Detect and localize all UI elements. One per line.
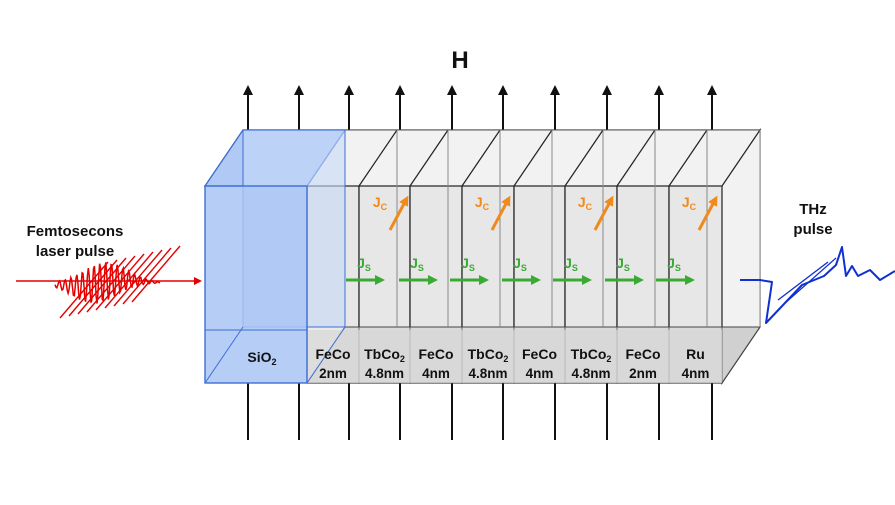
- spin-current-label: JS: [616, 255, 630, 273]
- layer-name: TbCo2: [468, 346, 509, 364]
- spin-current-label: JS: [667, 255, 681, 273]
- layer-thickness: 4nm: [682, 366, 710, 381]
- output-label-line-2: pulse: [793, 221, 832, 238]
- thz-waveform: [740, 246, 895, 324]
- laser-pulse-stroke: [68, 259, 118, 317]
- magnetic-field-lines: [243, 85, 717, 440]
- layer-thickness: 2nm: [319, 366, 347, 381]
- substrate-label: SiO2: [247, 349, 276, 367]
- layer-thickness: 4nm: [422, 366, 450, 381]
- layer-labels: FeCo 2nm TbCo2 4.8nm FeCo 4nm TbCo2 4.8nm FeCo 4n…: [316, 346, 710, 381]
- layer-edge: [616, 129, 656, 187]
- laser-pulse-stroke: [104, 251, 154, 309]
- layer-edge: [513, 129, 553, 187]
- charge-current-label: JC: [682, 194, 697, 212]
- currents: JS JS JS JS JS JS JS JC JC JC JC: [346, 194, 718, 285]
- layer-name: TbCo2: [571, 346, 612, 364]
- spin-current-label: JS: [410, 255, 424, 273]
- laser-pulse-stroke: [86, 255, 136, 313]
- input-label-line-1: Femtosecons: [27, 223, 124, 240]
- substrate-edge: [306, 326, 346, 384]
- field-label: H: [451, 47, 468, 74]
- layer-name: FeCo: [626, 346, 661, 362]
- charge-current-label: JC: [578, 194, 593, 212]
- laser-pulse-stroke: [59, 261, 109, 319]
- spin-current-label: JS: [513, 255, 527, 273]
- laser-pulse-wave: [54, 262, 161, 304]
- laser-pulse-stroke: [122, 247, 172, 305]
- layer-edge: [409, 129, 449, 187]
- spin-current-label: JS: [564, 255, 578, 273]
- charge-current-label: JC: [373, 194, 388, 212]
- layer-name: FeCo: [522, 346, 557, 362]
- layer-thickness: 4nm: [526, 366, 554, 381]
- laser-pulse-stroke: [95, 253, 145, 311]
- layer-name: Ru: [686, 346, 705, 362]
- spin-current-label: JS: [461, 255, 475, 273]
- layer-label-band: [307, 330, 722, 383]
- output-label-line-1: THz: [799, 201, 827, 218]
- input-label-line-2: laser pulse: [36, 243, 114, 260]
- layer-thickness: 4.8nm: [468, 366, 507, 381]
- layer-edge: [564, 129, 604, 187]
- layer-thickness: 4.8nm: [365, 366, 404, 381]
- substrate-edge: [204, 326, 244, 384]
- charge-current-arrow: [697, 195, 718, 231]
- multilayer-stack: [203, 128, 762, 385]
- layer-edge: [461, 129, 501, 187]
- spin-current-label: JS: [357, 255, 371, 273]
- thz-waveform-stroke: [777, 261, 829, 301]
- charge-current-label: JC: [475, 194, 490, 212]
- layer-edge: [668, 129, 708, 187]
- charge-current-arrow: [593, 195, 614, 231]
- laser-pulse-stroke: [113, 249, 163, 307]
- layer-edge: [721, 129, 761, 187]
- thz-pulse: [740, 246, 895, 324]
- layer-name: FeCo: [419, 346, 454, 362]
- layer-edge: [358, 129, 398, 187]
- substrate-front-face: [204, 185, 308, 384]
- laser-pulse-stroke: [131, 245, 181, 303]
- layer-name: TbCo2: [364, 346, 405, 364]
- layer-thickness: 2nm: [629, 366, 657, 381]
- charge-current-arrow: [490, 195, 511, 231]
- layer-name: FeCo: [316, 346, 351, 362]
- charge-current-arrow: [388, 195, 409, 231]
- laser-pulse-stroke: [77, 257, 127, 315]
- thz-waveform-stroke: [783, 257, 837, 305]
- laser-pulse: [16, 245, 202, 319]
- layer-thickness: 4.8nm: [571, 366, 610, 381]
